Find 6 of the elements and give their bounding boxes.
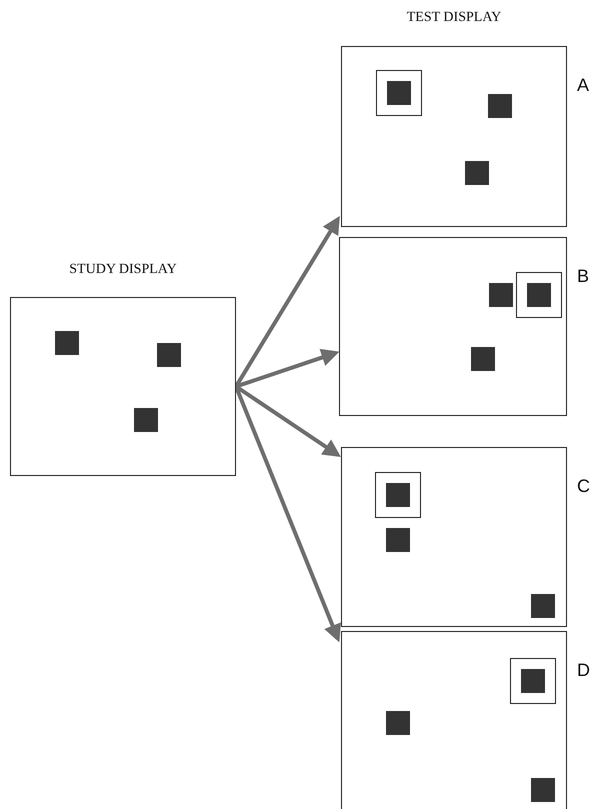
display-letter: A <box>577 75 590 96</box>
display-heading: STUDY DISPLAY <box>69 262 177 278</box>
section-heading: TEST DISPLAY <box>406 10 502 26</box>
display-letter: B <box>577 266 590 287</box>
display-letter: D <box>577 660 590 681</box>
display-letter: C <box>577 476 590 497</box>
